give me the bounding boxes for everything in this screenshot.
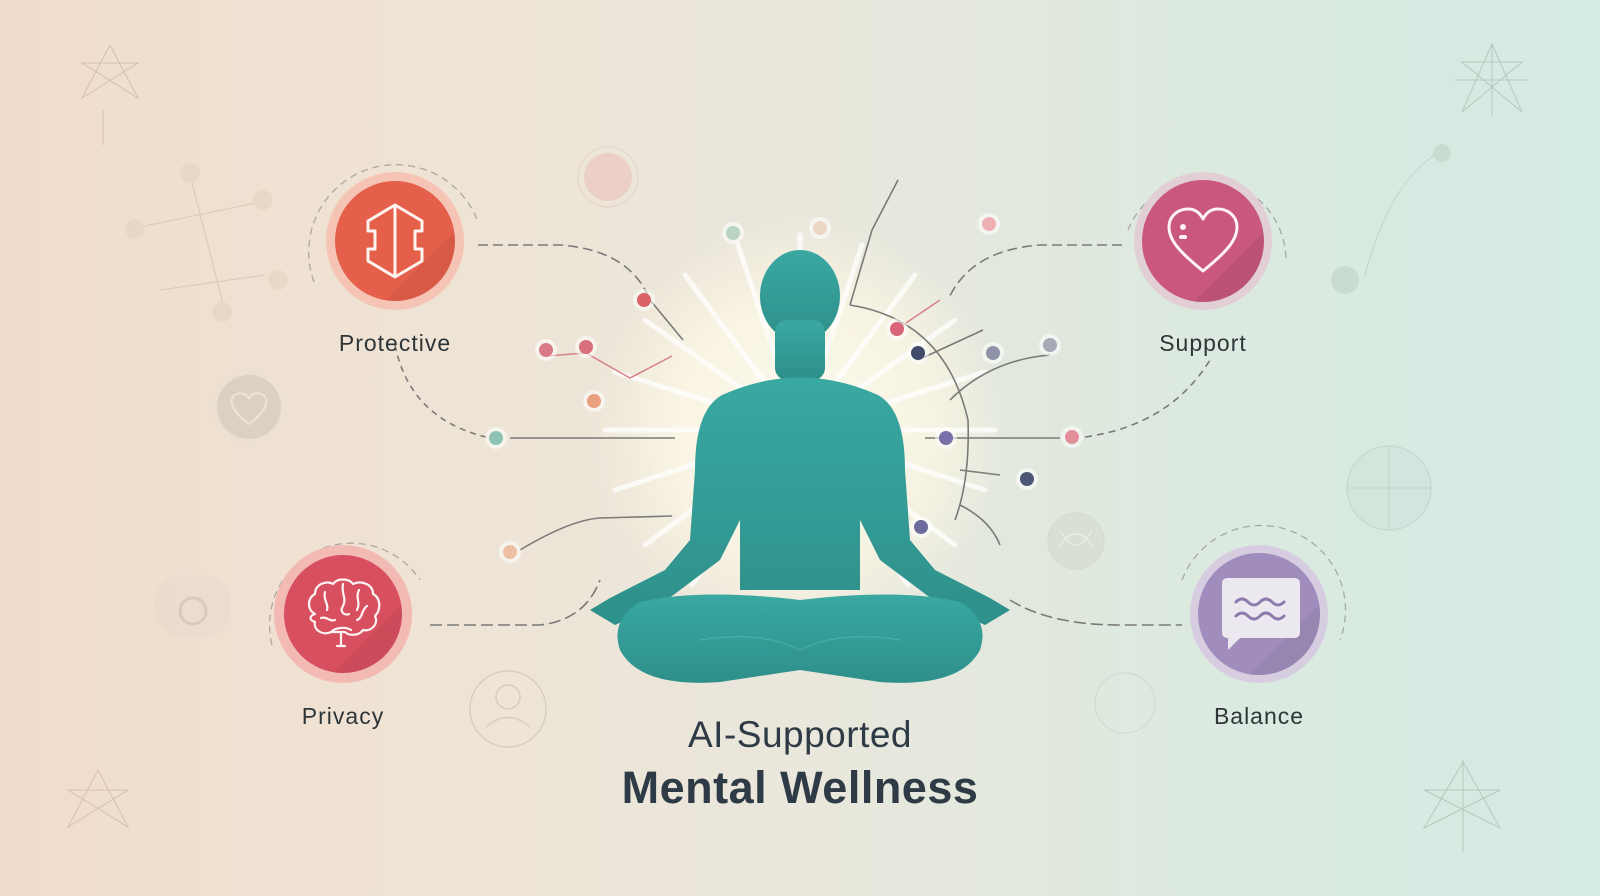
node-privacy[interactable]: Privacy xyxy=(274,545,412,730)
node-support[interactable]: Support xyxy=(1134,172,1272,357)
connector-dot xyxy=(489,431,503,445)
title-subtitle: AI-Supported xyxy=(687,714,913,755)
faint-globe-icon xyxy=(1346,445,1432,531)
connector-dot xyxy=(914,520,928,534)
connector-dot xyxy=(726,226,740,240)
node-label: Protective xyxy=(338,330,452,356)
brain-icon xyxy=(307,578,381,648)
chat-wave-icon xyxy=(1222,578,1300,650)
connector-dot xyxy=(982,217,996,231)
node-halo xyxy=(1134,172,1272,310)
connector-dot xyxy=(579,340,593,354)
node-disc xyxy=(335,181,455,301)
star-glyph-icon xyxy=(1455,42,1528,116)
connector-dot xyxy=(939,431,953,445)
node-disc xyxy=(284,555,402,673)
connector-dot xyxy=(1020,472,1034,486)
faint-arrow-badge-icon xyxy=(155,575,231,637)
connector-dot xyxy=(813,221,827,235)
node-label: Support xyxy=(1159,330,1247,356)
faint-brain-badge-icon xyxy=(577,146,639,208)
star-glyph-icon xyxy=(66,768,130,829)
title-block: AI-Supported Mental Wellness xyxy=(500,714,1100,814)
connector-dot xyxy=(539,343,553,357)
faint-ring-badge-icon xyxy=(1094,672,1156,734)
node-halo xyxy=(274,545,412,683)
node-halo xyxy=(326,172,464,310)
star-glyph-icon xyxy=(80,43,140,145)
connector-dot xyxy=(890,322,904,336)
connector-dot xyxy=(911,346,925,360)
node-disc xyxy=(1142,180,1264,302)
faint-user-badge-icon xyxy=(469,670,547,748)
title-main: Mental Wellness xyxy=(621,762,979,813)
node-halo xyxy=(1190,545,1328,683)
shield-hexagon-icon xyxy=(366,203,424,279)
node-disc xyxy=(1198,553,1320,675)
connector-dot xyxy=(1065,430,1079,444)
faint-heart-badge-icon xyxy=(211,369,287,445)
connector-lines-left xyxy=(394,244,684,626)
node-label: Balance xyxy=(1213,703,1305,729)
heart-icon xyxy=(1167,207,1239,273)
connector-dot xyxy=(587,394,601,408)
connector-dot xyxy=(1043,338,1057,352)
node-label: Privacy xyxy=(301,703,385,729)
node-protective[interactable]: Protective xyxy=(326,172,464,357)
faint-mesh-badge-icon xyxy=(1047,512,1105,570)
connector-dot xyxy=(637,293,651,307)
node-balance[interactable]: Balance xyxy=(1190,545,1328,730)
connector-dot xyxy=(503,545,517,559)
star-glyph-icon xyxy=(1422,760,1502,852)
connector-dot xyxy=(986,346,1000,360)
